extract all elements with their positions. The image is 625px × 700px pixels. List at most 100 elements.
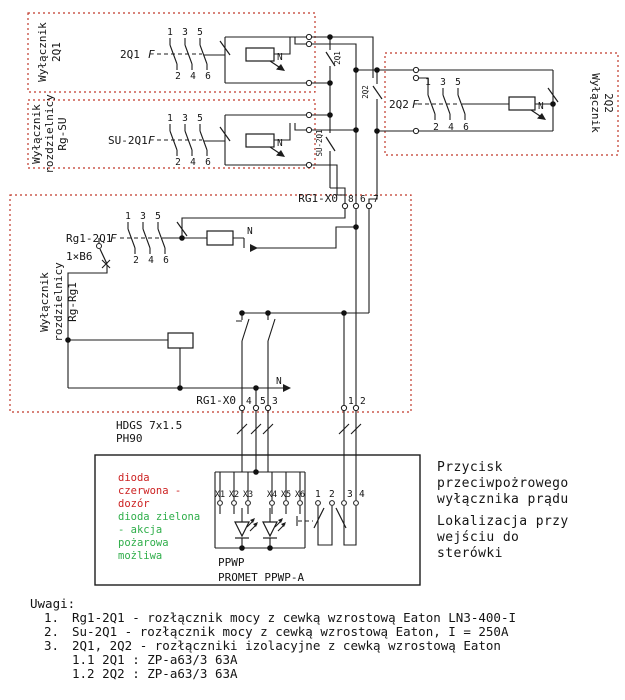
terminal-1 — [340, 404, 348, 412]
trip-symbol: F — [148, 134, 155, 147]
svg-text:3: 3 — [140, 211, 146, 222]
ppwp-red-note: dioda czerwona - dozór — [118, 472, 181, 510]
breaker-rg1-2q1-blade — [176, 221, 188, 237]
svg-text:6: 6 — [463, 122, 469, 133]
svg-text:4: 4 — [246, 396, 252, 407]
terminal-x3 — [245, 500, 251, 506]
svg-text:6: 6 — [205, 71, 211, 82]
svg-text:1: 1 — [167, 27, 173, 38]
svg-text:X1: X1 — [215, 490, 225, 500]
breaker-2q1-label: 2Q1 — [120, 48, 140, 61]
breaker-2q1-blade — [219, 40, 231, 56]
breaker-2q2-label: 2Q2 — [389, 98, 409, 111]
neutral-label: N — [247, 226, 253, 237]
neutral-bus-label: N — [276, 376, 282, 387]
terminal-strip-rg1-x0-bottom: RG1-X0 4 5 3 1 2 — [196, 394, 366, 412]
terminal-x2 — [231, 500, 237, 506]
relay-and-contacts: N — [68, 312, 369, 405]
svg-text:3: 3 — [272, 396, 278, 407]
b6-blade — [99, 248, 108, 265]
svg-text:czerwona -: czerwona - — [118, 485, 181, 497]
b6-contact — [96, 243, 102, 249]
svg-text:1: 1 — [425, 77, 431, 88]
breaker-1xb6: 1×B6 — [66, 238, 111, 388]
breaker-2q1-trip-coil — [245, 47, 275, 62]
note-2: Su-2Q1 - rozłącznik mocy z cewką wzrosto… — [72, 624, 509, 639]
svg-text:3: 3 — [182, 113, 188, 124]
neutral-label: N — [277, 52, 283, 63]
terminal-6 — [352, 202, 360, 210]
led-green-symbol — [262, 508, 286, 548]
svg-text:2Q2: 2Q2 — [602, 93, 615, 113]
svg-text:7: 7 — [373, 194, 379, 205]
neutral-label: N — [277, 138, 283, 149]
terminal-7 — [365, 202, 373, 210]
svg-text:Wyłącznik: Wyłącznik — [589, 73, 602, 133]
breaker-su-2q1-trip-coil — [245, 133, 275, 148]
rg1-zone-wires — [162, 209, 370, 405]
svg-text:sterówki: sterówki — [437, 546, 503, 561]
svg-text:pożarowa: pożarowa — [118, 537, 169, 549]
svg-text:4: 4 — [190, 157, 196, 168]
svg-text:3.: 3. — [44, 638, 59, 653]
svg-text:5: 5 — [155, 211, 161, 222]
trip-symbol: F — [148, 48, 155, 61]
breaker-2q2-blade — [547, 87, 559, 103]
junction-dots — [65, 34, 556, 551]
svg-text:2: 2 — [433, 122, 439, 133]
led-module-frame — [214, 471, 306, 549]
svg-text:rozdzielnicy: rozdzielnicy — [52, 262, 65, 342]
terminal-x1 — [217, 500, 223, 506]
note-1: Rg1-2Q1 - rozłącznik mocy z cewką wzrost… — [72, 610, 516, 625]
breaker-2q1-wires — [204, 36, 309, 84]
ppwp-model: PROMET PPWP-A — [218, 571, 304, 584]
breaker-2q2-trip-coil — [508, 96, 536, 111]
ppwp-green-note: dioda zielona - akcja pożarowa możliwa — [118, 511, 200, 562]
button-terminal-2 — [329, 500, 335, 506]
neutral-arrow-rg1 — [250, 244, 258, 252]
svg-text:2: 2 — [329, 489, 335, 500]
svg-text:Wyłącznik: Wyłącznik — [38, 272, 51, 332]
terminal-8 — [341, 202, 349, 210]
cable-rating-label: PH90 — [116, 432, 143, 445]
cable-slash-marks — [236, 423, 362, 435]
relay-coil — [167, 332, 194, 349]
svg-text:2: 2 — [175, 71, 181, 82]
breaker-1xb6-label: 1×B6 — [66, 250, 93, 263]
strip-name-top: RG1-X0 — [298, 192, 338, 205]
svg-text:6: 6 — [205, 157, 211, 168]
aux-switch-2q1-label: 2Q1 — [333, 51, 342, 65]
note-3-2: 1.2 2Q2 : ZP-a63/3 63A — [72, 666, 238, 681]
b6-cross — [101, 259, 111, 269]
svg-text:1: 1 — [167, 113, 173, 124]
svg-text:2: 2 — [175, 157, 181, 168]
svg-text:8: 8 — [348, 194, 354, 205]
ppwp-led-module: X1 X2 X3 X4 X5 X6 — [214, 471, 306, 549]
terminal-2 — [352, 404, 360, 412]
zone-label-rg-su: Wyłącznik rozdzielnicy Rg-SU — [30, 94, 69, 174]
notes-title: Uwagi: — [30, 596, 75, 611]
ppwp-pushbutton: 1 2 3 4 — [296, 489, 365, 546]
svg-text:2: 2 — [133, 255, 139, 266]
svg-text:4: 4 — [448, 122, 454, 133]
svg-text:dioda: dioda — [118, 472, 150, 484]
svg-text:Wyłącznik: Wyłącznik — [30, 104, 43, 164]
trip-symbol: F — [412, 98, 419, 111]
svg-text:4: 4 — [148, 255, 154, 266]
svg-text:przeciwpożrowego: przeciwpożrowego — [437, 476, 569, 491]
note-3-1: 1.1 2Q1 : ZP-a63/3 63A — [72, 652, 238, 667]
svg-text:dozór: dozór — [118, 498, 150, 510]
zone-box-2q2 — [384, 52, 619, 156]
svg-text:możliwa: możliwa — [118, 550, 162, 562]
breaker-su-2q1-blade — [219, 126, 231, 142]
svg-text:Wyłącznik: Wyłącznik — [36, 22, 49, 82]
control-wiring-top: 2Q1 SU-2Q1 2Q2 — [309, 36, 416, 206]
button-terminal-3 — [341, 500, 347, 506]
svg-text:X5: X5 — [281, 490, 291, 500]
neutral-arrow-su-2q1 — [276, 150, 285, 157]
breaker-su-2q1-wires — [204, 114, 309, 166]
breaker-rg1-2q1-label: Rg1-2Q1 — [66, 232, 112, 245]
button-contact-loops — [317, 506, 357, 546]
svg-text:6: 6 — [163, 255, 169, 266]
